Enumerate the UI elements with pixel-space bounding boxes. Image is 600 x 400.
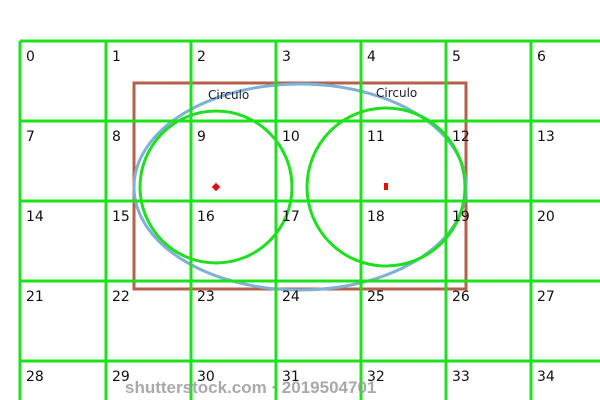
grid-cell-label: 6: [537, 49, 546, 65]
grid-cell-label: 13: [537, 129, 555, 145]
grid-cell-label: 3: [282, 49, 291, 65]
grid-cell-label: 32: [367, 369, 385, 385]
grid-cell-label: 8: [112, 129, 121, 145]
grid-cell-label: 11: [367, 129, 385, 145]
grid-cell-label: 30: [197, 369, 215, 385]
grid-cell-label: 19: [452, 209, 470, 225]
grid-cell-label: 23: [197, 289, 215, 305]
grid-cell-label: 1: [112, 49, 121, 65]
grid-cell-label: 5: [452, 49, 461, 65]
grid-cell-label: 12: [452, 129, 470, 145]
circle-label-left: Circulo: [208, 88, 249, 102]
grid-cell-label: 24: [282, 289, 300, 305]
inner-circle-right: [305, 106, 467, 268]
grid-cell-label: 25: [367, 289, 385, 305]
watermark-text: shutterstock.com · 2019504701: [125, 378, 376, 397]
grid-cell-label: 22: [112, 289, 130, 305]
grid-cell-label: 26: [452, 289, 470, 305]
grid-cell-label: 2: [197, 49, 206, 65]
grid-cell-label: 4: [367, 49, 376, 65]
grid-cell-label: 21: [26, 289, 44, 305]
circle-label-right: Circulo: [376, 86, 417, 100]
inner-circle-left: [138, 109, 294, 265]
grid-cell-label: 7: [26, 129, 35, 145]
grid-cell-label: 27: [537, 289, 555, 305]
grid-cell-label: 15: [112, 209, 130, 225]
grid-cell-label: 10: [282, 129, 300, 145]
grid-cell-label: 29: [112, 369, 130, 385]
grid-cell-label: 9: [197, 129, 206, 145]
grid-cell-label: 17: [282, 209, 300, 225]
grid-cell-label: 34: [537, 369, 555, 385]
center-point-right: [384, 183, 388, 190]
grid-cell-label: 28: [26, 369, 44, 385]
grid-cell-label: 16: [197, 209, 215, 225]
grid-cell-label: 14: [26, 209, 44, 225]
grid-cell-label: 20: [537, 209, 555, 225]
center-point-left: [211, 182, 221, 192]
grid-lines: [18, 39, 600, 400]
grid-cell-label: 0: [26, 49, 35, 65]
grid-cell-label: 31: [282, 369, 300, 385]
grid-cell-label: 33: [452, 369, 470, 385]
grid-cell-label: 18: [367, 209, 385, 225]
